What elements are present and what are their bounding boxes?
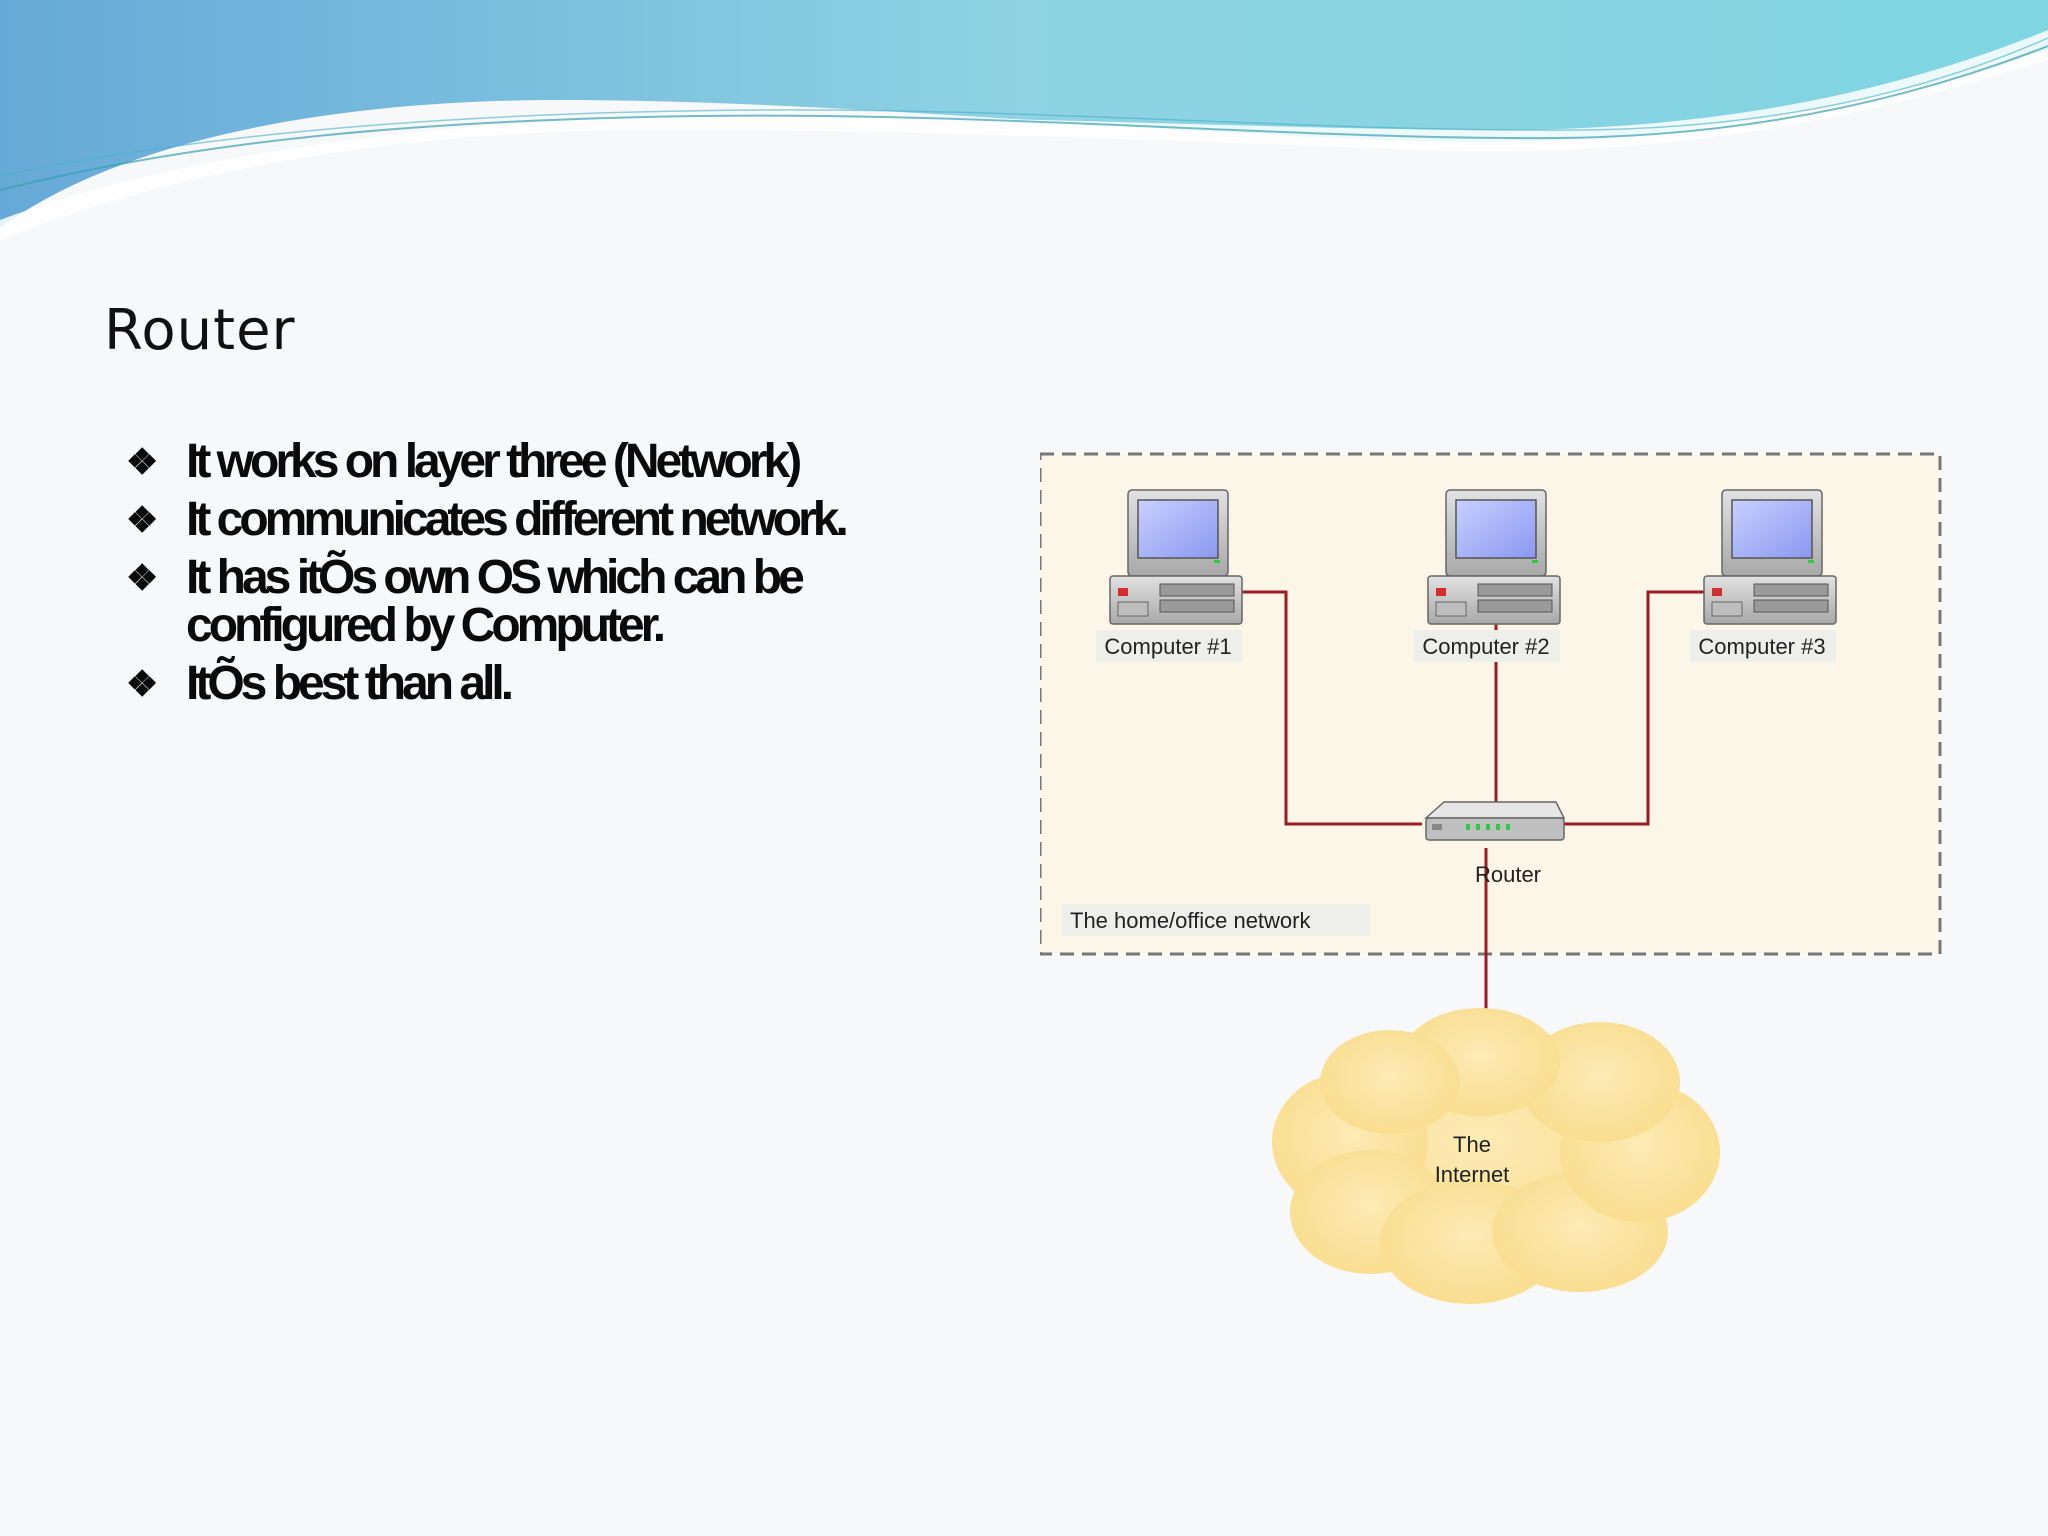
- bullet-item: ❖ It communicates different network.: [124, 496, 984, 544]
- bullet-text: ItÕs best than all.: [186, 657, 514, 710]
- computer-1-icon: [1109, 489, 1243, 625]
- router-icon: [1424, 801, 1566, 841]
- header-wave-decoration: [0, 0, 2048, 240]
- bullet-item: ❖ It works on layer three (Network): [124, 438, 984, 486]
- computer-3-icon: [1703, 489, 1837, 625]
- bullet-text: It has itÕs own OS which can be configur…: [186, 551, 805, 652]
- bullet-marker: ❖: [126, 441, 159, 482]
- bullet-text: It works on layer three (Network): [186, 435, 802, 488]
- bullet-list: ❖ It works on layer three (Network) ❖ It…: [124, 438, 984, 718]
- bullet-item: ❖ ItÕs best than all.: [124, 660, 984, 708]
- bullet-text: It communicates different network.: [186, 493, 849, 546]
- computer-1-label: Computer #1: [1104, 634, 1231, 659]
- network-label: The home/office network: [1070, 908, 1311, 933]
- bullet-marker: ❖: [126, 557, 159, 598]
- internet-label-line2: Internet: [1435, 1162, 1510, 1187]
- bullet-marker: ❖: [126, 499, 159, 540]
- internet-label-line1: The: [1453, 1132, 1491, 1157]
- bullet-item: ❖ It has itÕs own OS which can be config…: [124, 554, 946, 650]
- router-label: Router: [1475, 862, 1541, 887]
- bullet-marker: ❖: [126, 663, 159, 704]
- internet-cloud-icon: [1272, 1008, 1720, 1304]
- computer-2-label: Computer #2: [1422, 634, 1549, 659]
- computer-2-icon: [1427, 489, 1561, 625]
- slide-title: Router: [104, 298, 296, 363]
- network-diagram: Computer #1 Computer #2 Computer #3 Rout…: [1040, 452, 1948, 1324]
- computer-3-label: Computer #3: [1698, 634, 1825, 659]
